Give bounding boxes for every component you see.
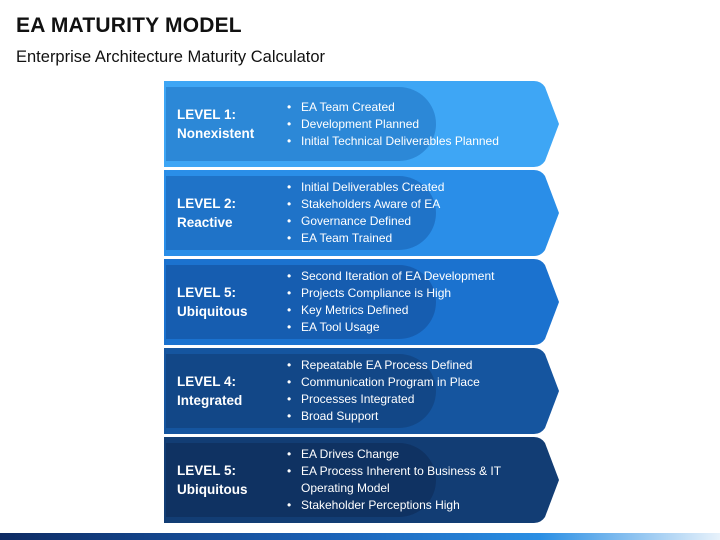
level-1-bullet-list: EA Team Created Development Planned Init… — [285, 81, 555, 167]
bullet-item: Stakeholder Perceptions High — [285, 497, 555, 514]
level-3-name: Ubiquitous — [177, 304, 248, 319]
level-block-4: LEVEL 4: Integrated Repeatable EA Proces… — [164, 348, 560, 434]
bullet-item: Broad Support — [285, 408, 555, 425]
footer-accent-bar — [0, 533, 720, 540]
bullet-item: Second Iteration of EA Development — [285, 268, 555, 285]
level-2-number: LEVEL 2: — [177, 196, 237, 211]
bullet-item: Projects Compliance is High — [285, 285, 555, 302]
bullet-item: Development Planned — [285, 116, 555, 133]
level-1-number: LEVEL 1: — [177, 107, 237, 122]
bullet-item: Initial Technical Deliverables Planned — [285, 133, 555, 150]
level-2-name: Reactive — [177, 215, 233, 230]
bullet-item: Governance Defined — [285, 213, 555, 230]
level-4-label: LEVEL 4: Integrated — [177, 348, 287, 434]
level-4-bullet-list: Repeatable EA Process Defined Communicat… — [285, 348, 555, 434]
level-block-3: LEVEL 5: Ubiquitous Second Iteration of … — [164, 259, 560, 345]
bullet-item: Initial Deliverables Created — [285, 179, 555, 196]
level-5-name: Ubiquitous — [177, 482, 248, 497]
bullet-item: Communication Program in Place — [285, 374, 555, 391]
level-4-number: LEVEL 4: — [177, 374, 237, 389]
bullet-item: EA Team Trained — [285, 230, 555, 247]
page-title: EA MATURITY MODEL — [16, 14, 242, 37]
level-4-name: Integrated — [177, 393, 243, 408]
level-5-label: LEVEL 5: Ubiquitous — [177, 437, 287, 523]
bullet-item: Key Metrics Defined — [285, 302, 555, 319]
level-2-label: LEVEL 2: Reactive — [177, 170, 287, 256]
level-block-1: LEVEL 1: Nonexistent EA Team Created Dev… — [164, 81, 560, 167]
level-block-2: LEVEL 2: Reactive Initial Deliverables C… — [164, 170, 560, 256]
bullet-item: EA Process Inherent to Business & IT Ope… — [285, 463, 555, 497]
level-5-number: LEVEL 5: — [177, 463, 237, 478]
bullet-item: Repeatable EA Process Defined — [285, 357, 555, 374]
level-3-label: LEVEL 5: Ubiquitous — [177, 259, 287, 345]
bullet-item: EA Tool Usage — [285, 319, 555, 336]
level-1-label: LEVEL 1: Nonexistent — [177, 81, 287, 167]
level-3-bullet-list: Second Iteration of EA Development Proje… — [285, 259, 555, 345]
bullet-item: EA Team Created — [285, 99, 555, 116]
page-subtitle: Enterprise Architecture Maturity Calcula… — [16, 48, 326, 66]
level-1-name: Nonexistent — [177, 126, 255, 141]
bullet-item: Processes Integrated — [285, 391, 555, 408]
bullet-item: Stakeholders Aware of EA — [285, 196, 555, 213]
level-2-bullet-list: Initial Deliverables Created Stakeholder… — [285, 170, 555, 256]
level-3-number: LEVEL 5: — [177, 285, 237, 300]
bullet-item: EA Drives Change — [285, 446, 555, 463]
level-5-bullet-list: EA Drives Change EA Process Inherent to … — [285, 437, 555, 523]
level-block-5: LEVEL 5: Ubiquitous EA Drives Change EA … — [164, 437, 560, 523]
